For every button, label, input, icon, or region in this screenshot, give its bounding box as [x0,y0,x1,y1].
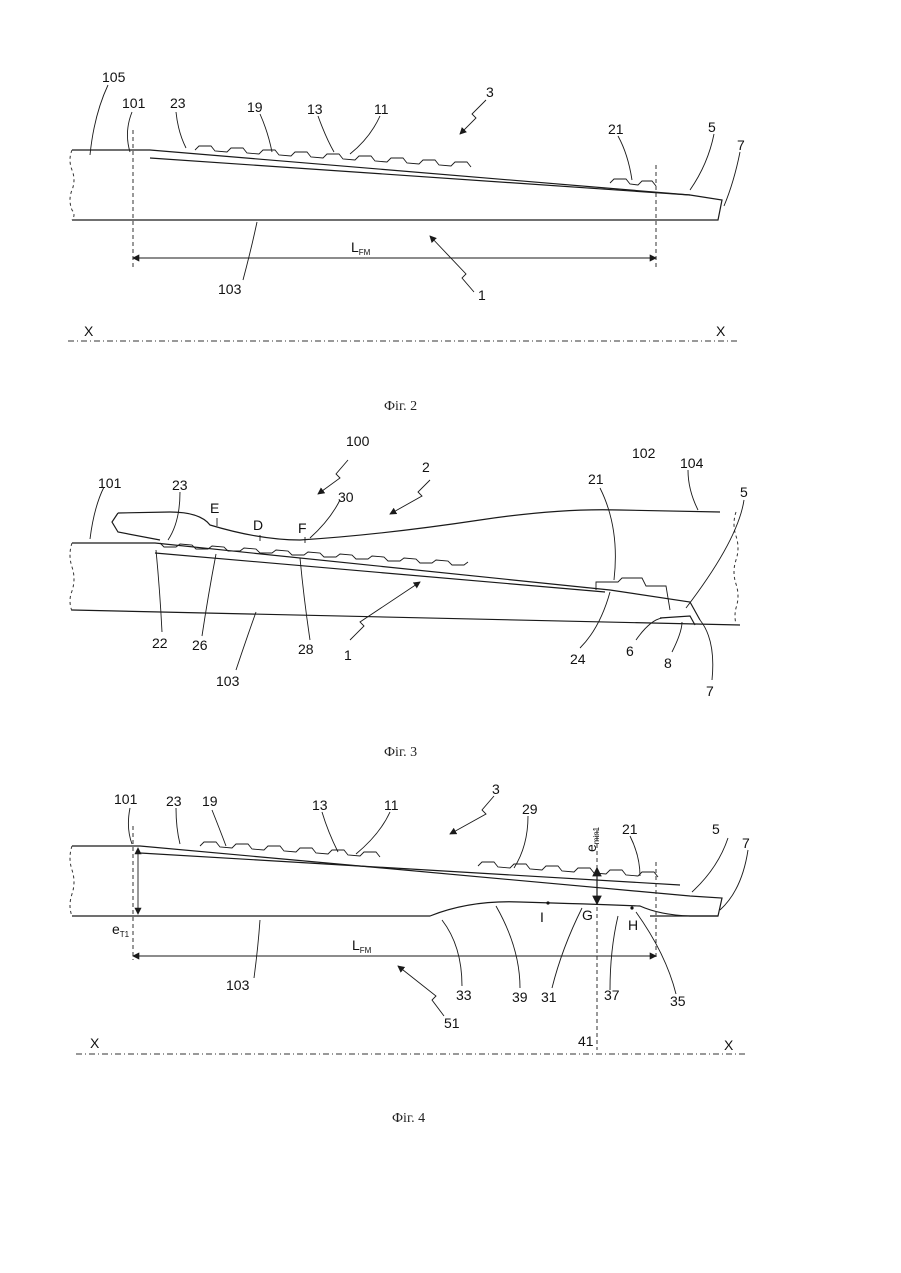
label-33: 33 [456,987,472,1003]
label-8: 8 [664,655,672,671]
label-5: 5 [712,821,720,837]
label-31: 31 [541,989,557,1005]
outer-sleeve-profile [118,510,720,540]
label-23: 23 [166,793,182,809]
figure-4: 101 23 19 13 11 3 29 emin1 21 5 7 eT1 I … [70,781,750,1126]
label-21: 21 [588,471,604,487]
label-28: 28 [298,641,314,657]
shaft-outline [72,150,722,220]
label-22: 22 [152,635,168,651]
label-23: 23 [170,95,186,111]
label-105: 105 [102,69,126,85]
label-emin1: emin1 [583,826,601,852]
label-23: 23 [172,477,188,493]
label-39: 39 [512,989,528,1005]
label-5: 5 [708,119,716,135]
label-37: 37 [604,987,620,1003]
label-lfm: LFM [351,239,371,257]
label-x-left: X [90,1035,100,1051]
label-101: 101 [122,95,146,111]
label-30: 30 [338,489,354,505]
sleeve-end [112,513,160,540]
label-I: I [540,909,544,925]
label-7: 7 [742,835,750,851]
label-102: 102 [632,445,656,461]
label-26: 26 [192,637,208,653]
label-6: 6 [626,643,634,659]
caption-fig-3: Фіг. 3 [384,745,417,760]
shaft-bottom-profile [72,902,718,916]
label-19: 19 [247,99,263,115]
break-line [70,150,74,220]
label-3: 3 [492,781,500,797]
label-101: 101 [114,791,138,807]
caption-fig-4: Фіг. 4 [392,1111,425,1126]
label-3: 3 [486,84,494,100]
shaft-bottom [72,610,740,625]
label-7: 7 [737,137,745,153]
label-x-left: X [84,323,94,339]
label-13: 13 [307,101,323,117]
label-E: E [210,500,219,516]
label-1: 1 [478,287,486,303]
label-13: 13 [312,797,328,813]
label-D: D [253,517,263,533]
label-41: 41 [578,1033,594,1049]
label-19: 19 [202,793,218,809]
label-G: G [582,907,593,923]
label-103: 103 [218,281,242,297]
label-35: 35 [670,993,686,1009]
caption-fig-2: Фіг. 2 [384,399,417,414]
label-2: 2 [422,459,430,475]
label-5: 5 [740,484,748,500]
label-104: 104 [680,455,704,471]
label-100: 100 [346,433,370,449]
label-29: 29 [522,801,538,817]
label-F: F [298,520,307,536]
label-x-right: X [716,323,726,339]
label-et1: eT1 [112,921,130,939]
label-21: 21 [622,821,638,837]
label-101: 101 [98,475,122,491]
label-x-right: X [724,1037,734,1053]
label-51: 51 [444,1015,460,1031]
label-21: 21 [608,121,624,137]
figure-3: 100 2 101 23 E D F 30 21 102 104 5 22 26… [70,433,748,760]
spline-teeth [160,543,468,565]
label-103: 103 [216,673,240,689]
label-H: H [628,917,638,933]
label-24: 24 [570,651,586,667]
label-7: 7 [706,683,714,699]
label-103: 103 [226,977,250,993]
label-1: 1 [344,647,352,663]
label-lfm: LFM [352,937,372,955]
figure-2: 105 101 23 19 13 11 3 21 5 7 LFM 103 1 X… [68,69,745,414]
label-11: 11 [374,101,389,117]
label-11: 11 [384,797,399,813]
